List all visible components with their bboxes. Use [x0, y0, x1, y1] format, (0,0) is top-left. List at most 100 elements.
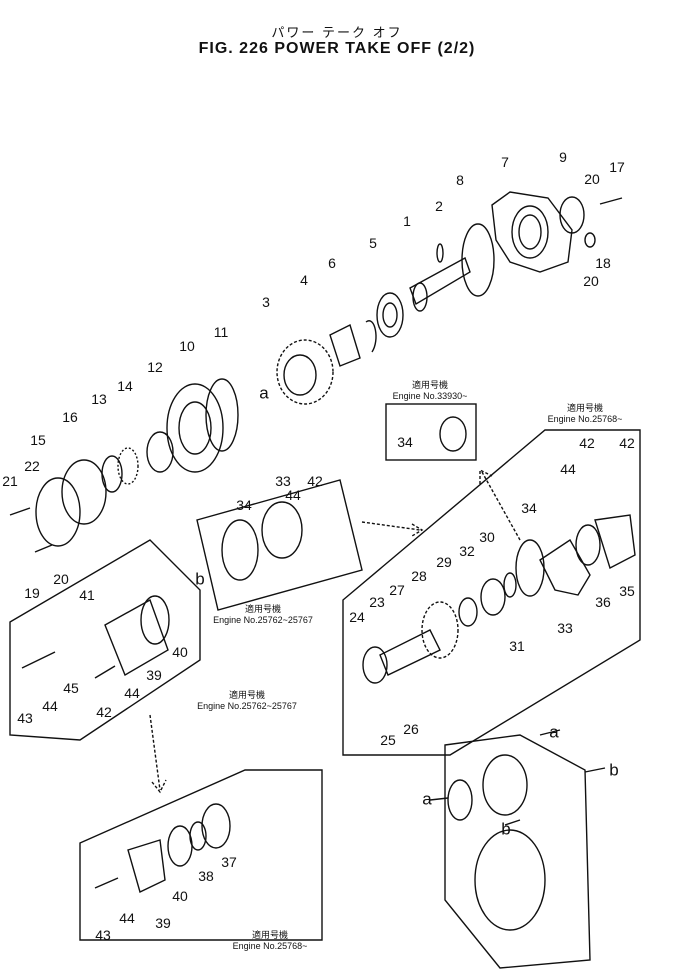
callout-44-r1: 44 — [560, 461, 576, 477]
ref-letter-a-case-top: a — [549, 722, 559, 742]
bolt-43-bottom — [94, 877, 119, 889]
ref-letter-b-case-right: b — [609, 760, 619, 780]
gasket-11 — [205, 378, 239, 452]
callout-7: 7 — [501, 154, 509, 170]
o-ring-40 — [140, 595, 170, 645]
bolt-19 — [34, 544, 53, 553]
callout-26: 26 — [403, 721, 419, 737]
shaft-1 — [409, 256, 471, 312]
cover-35 — [594, 514, 636, 570]
cover-10 — [166, 383, 224, 473]
cover-39-bottom — [127, 839, 166, 893]
note-text-2: Engine No.25768~ — [547, 414, 623, 424]
callout-39: 39 — [146, 667, 162, 683]
callout-6: 6 — [328, 255, 336, 271]
plug-18 — [584, 232, 596, 248]
callout-36: 36 — [595, 594, 611, 610]
callout-20b: 20 — [583, 273, 599, 289]
housing-7 — [491, 191, 573, 273]
note-engine-33930: 適用号機 Engine No.33930~ — [393, 380, 468, 402]
cover-39 — [104, 598, 169, 677]
gear-3 — [276, 339, 334, 405]
gear-28 — [421, 601, 459, 659]
callout-23: 23 — [369, 594, 385, 610]
callout-42-b: 42 — [307, 473, 323, 489]
callout-27: 27 — [389, 582, 405, 598]
arrow-right — [361, 521, 424, 537]
inset-box-left — [9, 539, 201, 741]
key-2 — [436, 243, 444, 263]
callout-9: 9 — [559, 149, 567, 165]
callout-44-b: 44 — [285, 487, 301, 503]
gasket-8 — [461, 223, 495, 297]
note-jp-4: 適用号機 — [228, 690, 265, 700]
callout-1: 1 — [403, 213, 411, 229]
bolt-42 — [94, 665, 116, 679]
figure-title: FIG. 226 POWER TAKE OFF (2/2) — [198, 40, 476, 57]
note-jp-5: 適用号機 — [251, 930, 288, 940]
callout-34-small: 34 — [397, 434, 413, 450]
cover-33 — [539, 539, 591, 596]
note-engine-25768-bottom: 適用号機 Engine No.25768~ — [233, 930, 308, 952]
o-ring-9 — [559, 196, 585, 234]
title-japanese: パワー テーク オフ — [271, 25, 403, 40]
bolt-43 — [21, 651, 56, 669]
inset-box-right — [342, 429, 641, 756]
inset-box-b — [196, 479, 363, 611]
o-ring-34-small — [439, 416, 467, 452]
ring-38 — [189, 821, 207, 851]
callout-15: 15 — [30, 432, 46, 448]
callout-10: 10 — [179, 338, 195, 354]
callout-8: 8 — [456, 172, 464, 188]
bearing-12 — [146, 431, 174, 473]
callout-33-b: 33 — [275, 473, 291, 489]
callout-22: 22 — [24, 458, 40, 474]
callout-42: 42 — [96, 704, 112, 720]
callout-20c: 20 — [53, 571, 69, 587]
callout-31: 31 — [509, 638, 525, 654]
note-text-1: Engine No.33930~ — [392, 391, 468, 401]
callout-43: 43 — [17, 710, 33, 726]
callout-42-r1: 42 — [579, 435, 595, 451]
callout-20a: 20 — [584, 171, 600, 187]
ref-letter-b-box: b — [195, 569, 205, 589]
callout-43-bottom: 43 — [95, 927, 111, 943]
callout-40: 40 — [172, 644, 188, 660]
callout-12: 12 — [147, 359, 163, 375]
callout-11: 11 — [213, 324, 229, 340]
callout-2: 2 — [435, 198, 443, 214]
bolt-21 — [9, 507, 31, 516]
callout-42-r2: 42 — [619, 435, 635, 451]
note-engine-25768-right: 適用号機 Engine No.25768~ — [548, 403, 623, 425]
bearing-30 — [480, 578, 506, 616]
o-ring-36 — [575, 524, 601, 566]
callout-17: 17 — [609, 159, 625, 175]
gasket-34 — [515, 539, 545, 597]
callout-4: 4 — [300, 272, 308, 288]
callout-30: 30 — [479, 529, 495, 545]
snap-ring-31 — [503, 572, 517, 598]
callout-38: 38 — [198, 868, 214, 884]
o-ring-40-bottom — [167, 825, 193, 867]
note-text-3: Engine No.25762~25767 — [213, 615, 313, 625]
cover-33-b — [261, 501, 303, 559]
bolt-17 — [599, 197, 623, 205]
callout-40-bottom: 40 — [172, 888, 188, 904]
seal-37 — [201, 803, 231, 849]
callout-3: 3 — [262, 294, 270, 310]
callout-41: 41 — [79, 587, 95, 603]
note-jp-1: 適用号機 — [411, 380, 448, 390]
callout-28: 28 — [411, 568, 427, 584]
callout-16: 16 — [62, 409, 78, 425]
arrow-up — [479, 468, 521, 541]
callout-34-b: 34 — [236, 497, 252, 513]
callout-34: 34 — [521, 500, 537, 516]
callout-18: 18 — [595, 255, 611, 271]
callout-5: 5 — [369, 235, 377, 251]
transmission-case — [429, 729, 606, 969]
callout-45: 45 — [63, 680, 79, 696]
bearing-5 — [376, 292, 404, 338]
callout-37: 37 — [221, 854, 237, 870]
note-jp-2: 適用号機 — [566, 403, 603, 413]
